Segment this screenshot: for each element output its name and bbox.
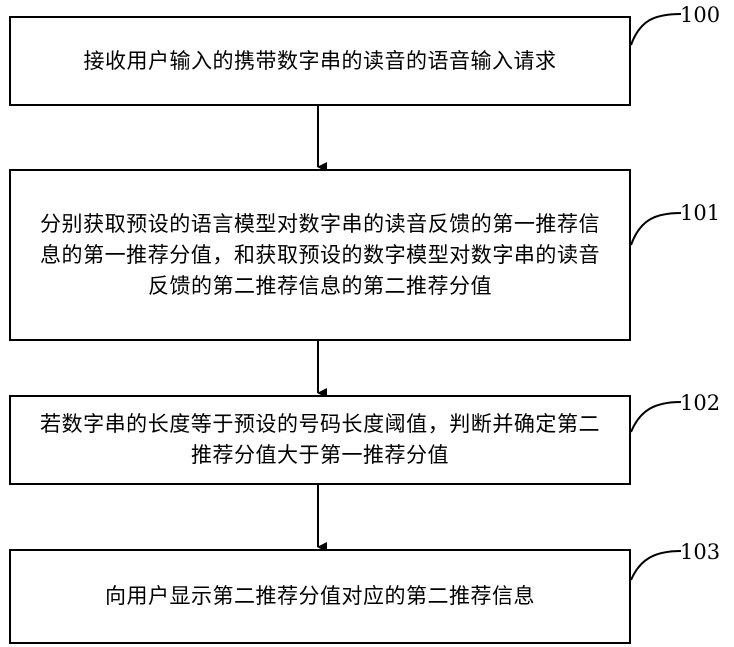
step-ref-101: 101 — [680, 201, 720, 225]
step-box-100: 接收用户输入的携带数字串的读音的语音输入请求 — [9, 16, 631, 106]
step-box-103: 向用户显示第二推荐分值对应的第二推荐信息 — [9, 549, 631, 644]
step-ref-100: 100 — [680, 3, 720, 27]
leader-line-102 — [631, 402, 681, 432]
step-ref-102: 102 — [680, 391, 720, 415]
leader-line-100 — [631, 14, 681, 45]
step-box-102: 若数字串的长度等于预设的号码长度阈值，判断并确定第二推荐分值大于第一推荐分值 — [9, 395, 631, 485]
step-ref-103: 103 — [680, 540, 720, 564]
leader-line-101 — [631, 213, 681, 245]
step-text-103: 向用户显示第二推荐分值对应的第二推荐信息 — [40, 581, 600, 612]
step-text-101: 分别获取预设的语言模型对数字串的读音反馈的第一推荐信息的第一推荐分值，和获取预设… — [40, 209, 600, 302]
step-text-100: 接收用户输入的携带数字串的读音的语音输入请求 — [40, 46, 600, 77]
leader-line-103 — [631, 551, 681, 580]
step-box-101: 分别获取预设的语言模型对数字串的读音反馈的第一推荐信息的第一推荐分值，和获取预设… — [9, 169, 631, 341]
step-text-102: 若数字串的长度等于预设的号码长度阈值，判断并确定第二推荐分值大于第一推荐分值 — [40, 409, 600, 471]
